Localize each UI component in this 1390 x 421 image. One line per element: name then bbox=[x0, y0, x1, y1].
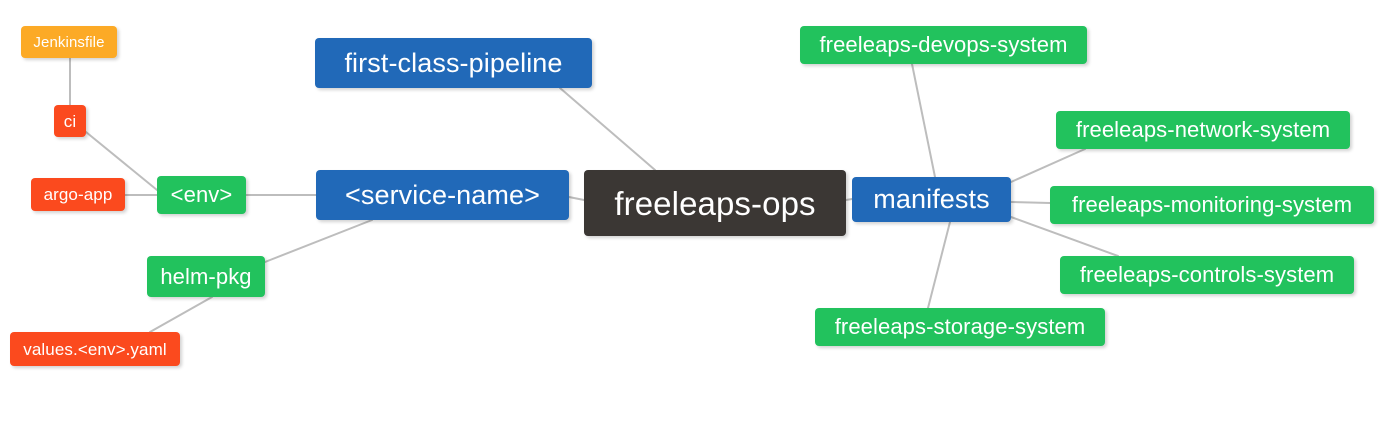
mindmap-node-freeleaps-ops[interactable]: freeleaps-ops bbox=[584, 170, 846, 236]
mindmap-node-values-yaml[interactable]: values.<env>.yaml bbox=[10, 332, 180, 366]
mindmap-node-devops[interactable]: freeleaps-devops-system bbox=[800, 26, 1087, 64]
edge-service-name-to-freeleaps-ops bbox=[568, 196, 585, 201]
mindmap-node-storage[interactable]: freeleaps-storage-system bbox=[815, 308, 1105, 346]
edge-helm-pkg-to-service-name bbox=[264, 219, 373, 263]
edge-pipeline-to-freeleaps-ops bbox=[559, 87, 656, 171]
edge-manifests-to-monitoring bbox=[1010, 201, 1051, 204]
edge-manifests-to-network bbox=[1010, 148, 1086, 183]
mindmap-node-controls[interactable]: freeleaps-controls-system bbox=[1060, 256, 1354, 294]
mindmap-node-argo-app[interactable]: argo-app bbox=[31, 178, 125, 211]
mindmap-node-helm-pkg[interactable]: helm-pkg bbox=[147, 256, 265, 297]
mindmap-node-service-name[interactable]: <service-name> bbox=[316, 170, 569, 220]
edge-values-yaml-to-helm-pkg bbox=[149, 296, 213, 333]
edge-manifests-to-devops bbox=[911, 63, 936, 178]
mindmap-node-pipeline[interactable]: first-class-pipeline bbox=[315, 38, 592, 88]
mindmap-node-env[interactable]: <env> bbox=[157, 176, 246, 214]
mindmap-node-network[interactable]: freeleaps-network-system bbox=[1056, 111, 1350, 149]
mindmap-node-monitoring[interactable]: freeleaps-monitoring-system bbox=[1050, 186, 1374, 224]
mindmap-node-ci[interactable]: ci bbox=[54, 105, 86, 137]
mindmap-node-jenkinsfile[interactable]: Jenkinsfile bbox=[21, 26, 117, 58]
mindmap-node-manifests[interactable]: manifests bbox=[852, 177, 1011, 222]
edge-manifests-to-storage bbox=[927, 221, 951, 309]
